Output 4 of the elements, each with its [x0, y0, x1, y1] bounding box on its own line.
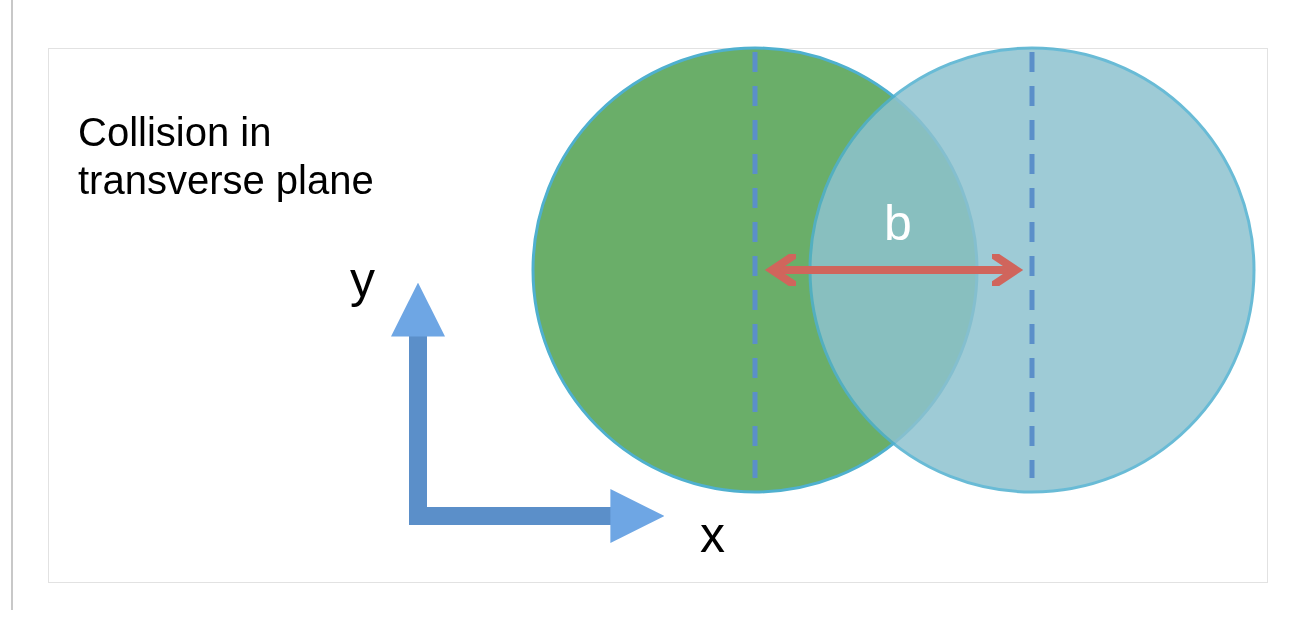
axis-label: x: [700, 506, 725, 565]
title-text: Collision in transverse plane: [78, 109, 375, 204]
axis-label: y: [350, 251, 375, 310]
dimension-label: b: [884, 194, 912, 253]
